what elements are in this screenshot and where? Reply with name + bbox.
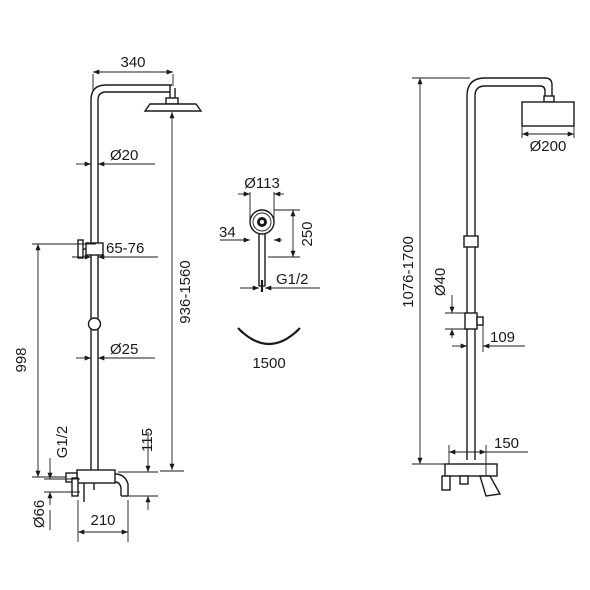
- dim-right-slider-offset: 109: [490, 329, 515, 346]
- dim-right-pipe-diameter: Ø40: [432, 268, 449, 296]
- dim-right-inlet-spacing: 150: [494, 435, 519, 452]
- dim-spout-length: 210: [90, 512, 115, 529]
- dim-hose-thread: G1/2: [276, 271, 309, 288]
- dim-flange-diameter: Ø66: [31, 500, 48, 528]
- dim-handshower-height: 250: [299, 221, 316, 246]
- right-shower-drawing: [441, 77, 575, 497]
- hand-shower-drawing: [249, 209, 275, 292]
- dim-handshower-diameter: Ø113: [244, 175, 280, 192]
- hose-drawing: 1500: [237, 327, 301, 372]
- dim-spout-height: 115: [139, 428, 156, 452]
- left-dimensions: 340 Ø20 65-76 936-1560 998 Ø25 G1/2: [13, 54, 194, 542]
- dim-total-height-range: 936-1560: [177, 260, 194, 323]
- dim-right-head-diameter: Ø200: [530, 138, 567, 155]
- dim-joint-diameter: Ø25: [110, 341, 138, 358]
- dim-holder-range: 65-76: [106, 240, 144, 257]
- dim-pipe-diameter: Ø20: [110, 147, 138, 164]
- middle-dimensions: Ø113 34 250 G1/2: [219, 175, 320, 291]
- dim-handshower-thickness: 34: [219, 224, 236, 241]
- dim-right-total-height-range: 1076-1700: [400, 236, 417, 308]
- dim-height-998: 998: [13, 347, 30, 372]
- dim-inlet-thread: G1/2: [54, 426, 71, 459]
- dim-arm-width: 340: [120, 54, 145, 71]
- right-dimensions: 1076-1700 Ø200 Ø40 109 150: [400, 77, 575, 476]
- dim-hose-length: 1500: [252, 355, 285, 372]
